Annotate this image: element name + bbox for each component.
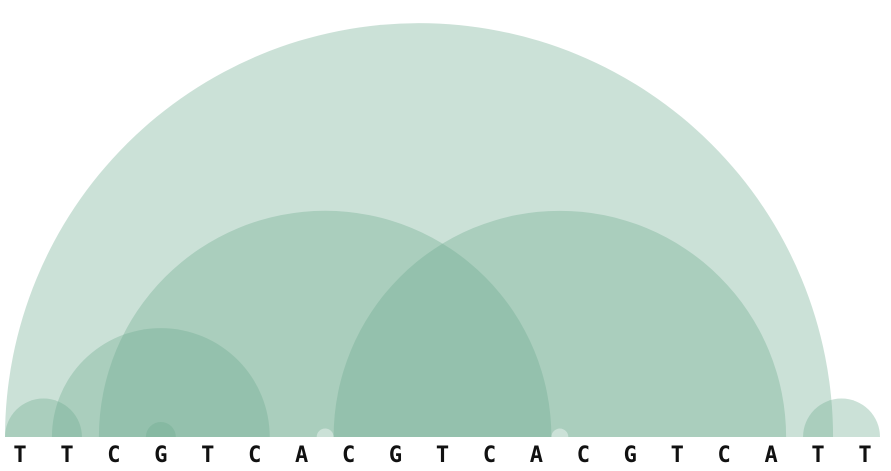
sequence-letter: C [342, 443, 355, 468]
arc-repeat-cgtca-left [98, 210, 552, 437]
sequence-letter: A [530, 443, 543, 468]
sequence-letter: A [295, 443, 308, 468]
arc-outer-repeat [5, 23, 834, 437]
sequence-letter: C [577, 443, 590, 468]
sequence-letter: C [718, 443, 731, 468]
sequence-letter: C [107, 443, 120, 468]
arc-palindrome-left [51, 328, 270, 437]
sequence-letter: T [436, 443, 449, 468]
sequence-letter: A [764, 443, 777, 468]
sequence-letter: G [624, 443, 637, 468]
sequence-letter: T [201, 443, 214, 468]
arc-repeat-cgtca-right [333, 210, 787, 437]
sequence-letter: C [248, 443, 261, 468]
arc-pair-tt-left [5, 398, 82, 437]
sequence-letter: C [483, 443, 496, 468]
sequence-letter: G [154, 443, 167, 468]
sequence-letter: T [811, 443, 824, 468]
sequence-letter: T [60, 443, 73, 468]
sequence-letter: T [858, 443, 871, 468]
sequence-letter: T [13, 443, 26, 468]
sequence-letter: T [671, 443, 684, 468]
arcs-layer [5, 23, 880, 437]
sequence-letter: G [389, 443, 402, 468]
arc-pair-tt-right [803, 398, 880, 437]
arc-pair-g-left [145, 422, 176, 437]
